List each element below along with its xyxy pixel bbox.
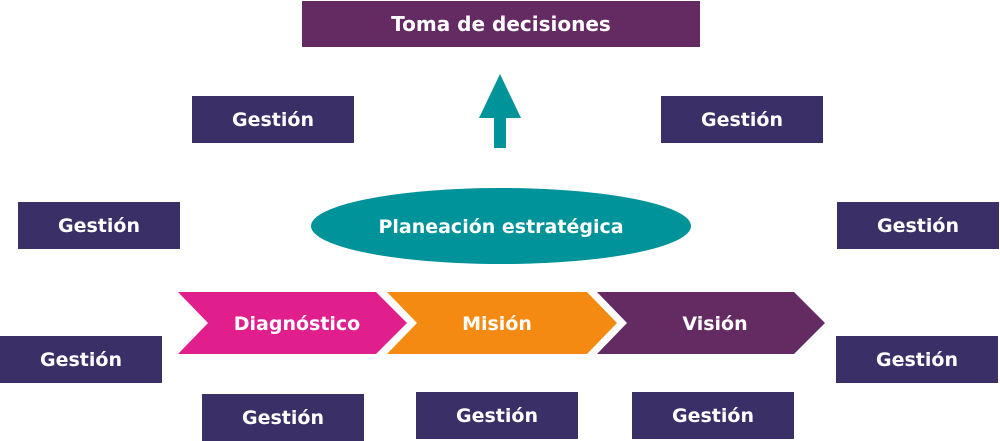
management-box-mid-right: Gestión [837,202,999,249]
management-box-bottom-right: Gestión [632,392,794,439]
chevron-diagnostic [178,292,407,354]
management-box-top-left: Gestión [192,96,354,143]
strategic-planning-ellipse [311,188,691,264]
chevron-vision [597,292,825,354]
chevron-mission [387,292,617,354]
management-box-mid-left: Gestión [18,202,180,249]
management-box-bottom-left: Gestión [202,394,364,441]
management-box-top-right: Gestión [661,96,823,143]
up-arrow-icon [479,74,521,148]
strategic-planning-label: Planeación estratégica [378,216,623,238]
chevron-mission-label: Misión [462,313,532,335]
chevron-diagnostic-label: Diagnóstico [234,313,361,335]
management-box-low-right: Gestión [836,336,998,383]
management-box-low-left: Gestión [0,336,162,383]
chevron-vision-label: Visión [682,313,747,335]
management-box-bottom-center: Gestión [416,392,578,439]
decision-making-box: Toma de decisiones [302,1,700,47]
